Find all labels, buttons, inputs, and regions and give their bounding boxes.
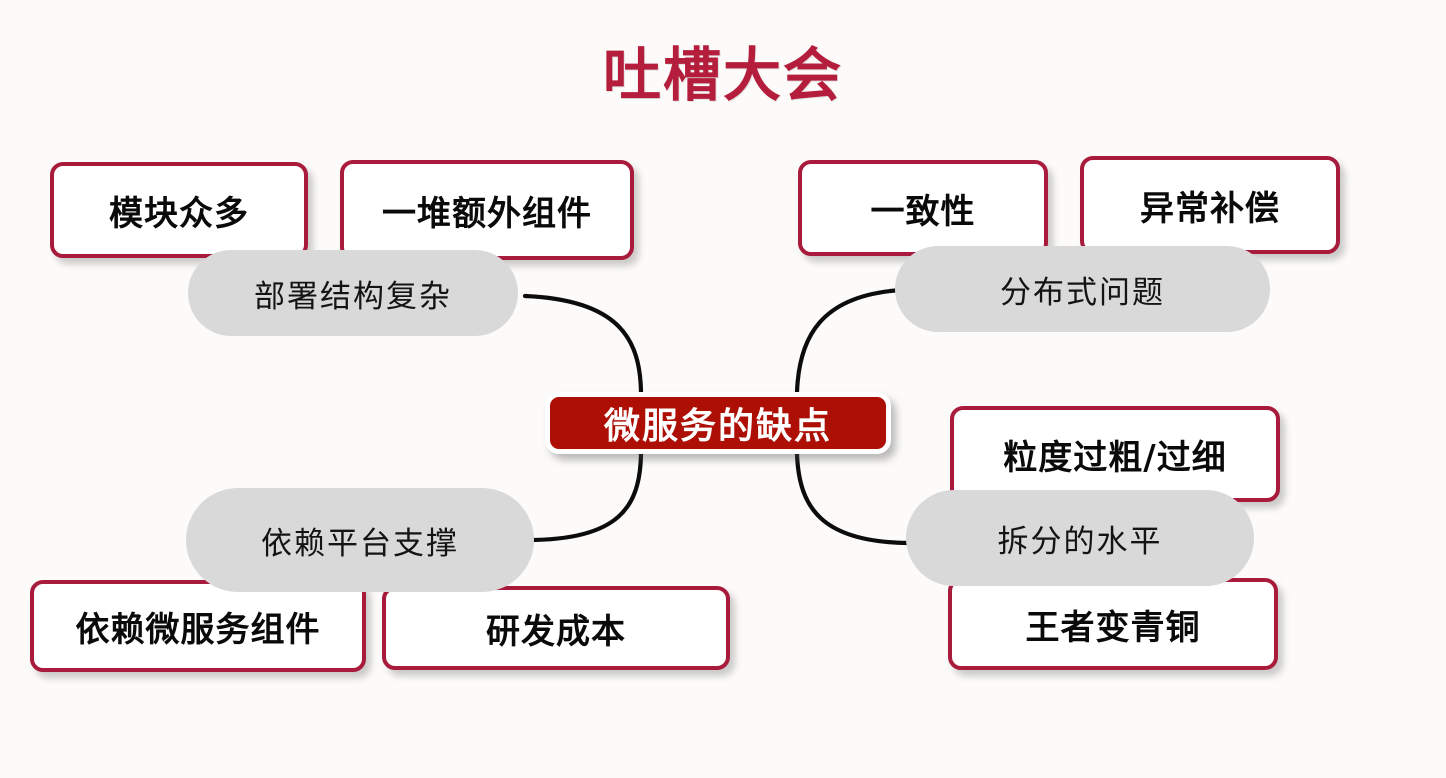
card-label: 依赖微服务组件 [75, 609, 321, 650]
card-consistency[interactable]: 一致性 [798, 160, 1048, 256]
card-extra-components[interactable]: 一堆额外组件 [340, 160, 634, 260]
card-label: 异常补偿 [1140, 188, 1280, 229]
connector-center-to-bottom-right [794, 451, 911, 546]
pill-label: 拆分的水平 [997, 523, 1163, 560]
pill-split-level[interactable]: 拆分的水平 [906, 490, 1254, 586]
connector-center-to-bottom-left [525, 451, 644, 543]
card-label: 研发成本 [486, 611, 626, 652]
card-granularity[interactable]: 粒度过粗/过细 [950, 406, 1280, 502]
page-title: 吐槽大会 [602, 41, 843, 109]
pill-label: 部署结构复杂 [254, 278, 452, 315]
center-node-label: 微服务的缺点 [603, 406, 832, 447]
pill-deployment-complexity[interactable]: 部署结构复杂 [188, 250, 518, 336]
card-label: 王者变青铜 [1025, 607, 1201, 648]
pill-distributed-problems[interactable]: 分布式问题 [895, 246, 1270, 332]
card-label: 粒度过粗/过细 [1003, 437, 1227, 478]
card-rnd-cost[interactable]: 研发成本 [382, 586, 730, 670]
pill-label: 依赖平台支撑 [261, 525, 459, 562]
card-label: 模块众多 [109, 193, 249, 234]
card-label: 一堆额外组件 [382, 193, 592, 234]
card-king-to-bronze[interactable]: 王者变青铜 [948, 578, 1278, 670]
pill-platform-dependency[interactable]: 依赖平台支撑 [186, 488, 534, 592]
pill-label: 分布式问题 [1000, 274, 1165, 311]
card-exception-compensation[interactable]: 异常补偿 [1080, 156, 1340, 254]
card-depend-microservice-components[interactable]: 依赖微服务组件 [30, 580, 366, 672]
card-modules-many[interactable]: 模块众多 [50, 162, 308, 258]
connector-center-to-top-left [522, 293, 644, 395]
connector-center-to-top-right [794, 287, 905, 395]
card-label: 一致性 [870, 191, 976, 232]
center-node-microservice-drawbacks[interactable]: 微服务的缺点 [545, 392, 891, 454]
